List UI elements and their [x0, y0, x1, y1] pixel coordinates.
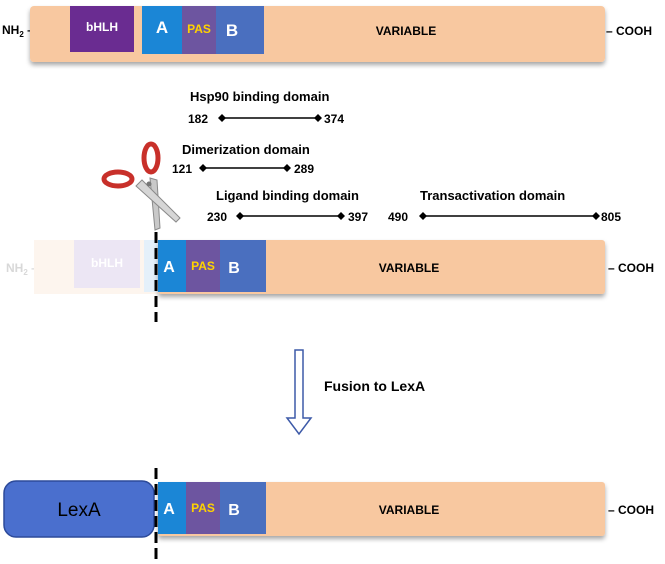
down-arrow-icon	[285, 349, 313, 436]
bar1-variable-label: VARIABLE	[376, 24, 436, 38]
bar2-a-segment	[158, 240, 186, 292]
dimerization-range: Dimerization domain 121 289	[172, 142, 314, 176]
ligand-title: Ligand binding domain	[216, 188, 359, 203]
hsp90-end: 374	[324, 112, 344, 126]
ligand-end: 397	[348, 210, 368, 224]
fusion-label: Fusion to LexA	[324, 378, 425, 394]
ligand-end-marker	[337, 212, 345, 220]
dimer-start-marker	[199, 164, 207, 172]
bar3-pas-segment	[186, 482, 220, 534]
lexa-label: LexA	[57, 500, 101, 521]
lexa-block	[3, 480, 155, 538]
bar3-b-label: B	[228, 502, 240, 519]
bar2-pas-segment	[186, 240, 220, 292]
bar2-b-segment	[220, 240, 266, 292]
ligand-range: Ligand binding domain 230 397	[207, 188, 368, 224]
ligand-start: 230	[207, 210, 227, 224]
hsp90-title: Hsp90 binding domain	[190, 89, 329, 104]
transactivation-range: Transactivation domain 490 805	[388, 188, 621, 224]
bar3-pas-label: PAS	[191, 501, 215, 515]
bar2-pas-label: PAS	[191, 259, 215, 273]
cleaved-protein-bar: NH2 – bHLH A PAS B VARIABLE – COOH	[6, 240, 654, 294]
bar2-bhlh-label: bHLH	[91, 256, 123, 270]
bar1-b-segment	[216, 6, 264, 54]
bar2-variable-label: VARIABLE	[379, 261, 439, 275]
transact-end-marker	[592, 212, 600, 220]
dimer-start: 121	[172, 162, 192, 176]
bar2-a-label: A	[163, 259, 175, 276]
bar2-nh2-label: NH2 –	[6, 261, 38, 277]
bar3-a-label: A	[163, 501, 175, 518]
bar2-bhlh-segment	[74, 240, 140, 288]
transact-title: Transactivation domain	[420, 188, 565, 203]
bar1-pas-segment	[182, 6, 216, 54]
bar3-variable-region	[158, 482, 605, 536]
lexa-fusion-bar: LexA A PAS B VARIABLE – COOH	[3, 480, 654, 538]
bar1-bhlh-label: bHLH	[86, 20, 118, 34]
dimer-end: 289	[294, 162, 314, 176]
hsp90-range: Hsp90 binding domain 182 374	[188, 89, 344, 126]
bar2-b-label: B	[228, 260, 240, 277]
bar3-b-segment	[220, 482, 266, 534]
bar2-cooh-label: – COOH	[608, 261, 654, 275]
full-protein-bar: NH2 – bHLH A PAS B VARIABLE – COOH	[2, 6, 652, 62]
nh2-label: NH2 –	[2, 23, 34, 39]
dimer-end-marker	[283, 164, 291, 172]
transact-start-marker	[419, 212, 427, 220]
bar3-variable-label: VARIABLE	[379, 503, 439, 517]
bar2-variable-region	[158, 240, 605, 294]
hsp90-start-marker	[218, 114, 226, 122]
transact-start: 490	[388, 210, 408, 224]
ligand-start-marker	[236, 212, 244, 220]
hsp90-start: 182	[188, 112, 208, 126]
bar1-b-label: B	[226, 21, 238, 40]
bar1-a-segment	[142, 6, 182, 54]
bar1-cooh-label: – COOH	[606, 24, 652, 38]
bar1-a-label: A	[156, 18, 168, 37]
transact-end: 805	[601, 210, 621, 224]
scissors-icon	[101, 141, 181, 231]
dimer-title: Dimerization domain	[182, 142, 310, 157]
bar1-bhlh-segment	[70, 6, 134, 52]
bar1-pas-label: PAS	[187, 22, 211, 36]
hsp90-end-marker	[314, 114, 322, 122]
bar3-cooh-label: – COOH	[608, 503, 654, 517]
bar3-a-segment	[158, 482, 186, 534]
